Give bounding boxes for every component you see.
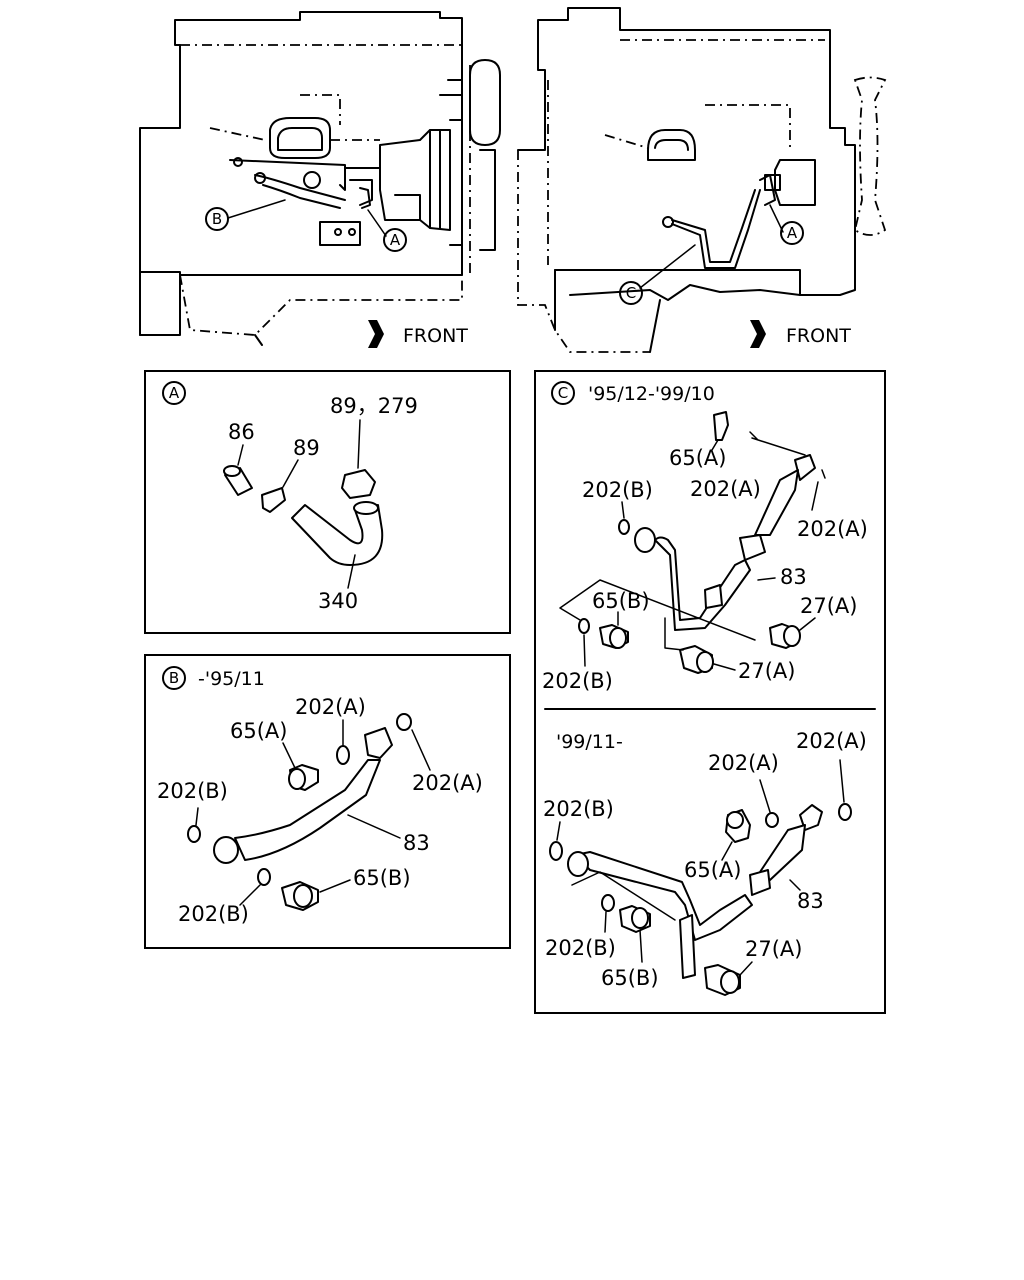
front-indicator-left: FRONT — [368, 320, 468, 348]
label-202b-2: 202(B) — [178, 902, 249, 926]
panel-b-date-range: -'95/11 — [198, 668, 265, 690]
panel-c-date-range-top: '95/12-'99/10 — [588, 383, 715, 405]
callout-a-overview-right: A — [780, 221, 804, 245]
label-top-202a-1: 202(A) — [690, 477, 761, 501]
callout-b-panel: B — [162, 666, 186, 690]
label-65b: 65(B) — [353, 866, 411, 890]
label-bottom-83: 83 — [797, 889, 824, 913]
label-bottom-27a: 27(A) — [745, 937, 802, 961]
callout-a-overview-left: A — [383, 228, 407, 252]
label-340: 340 — [318, 589, 358, 613]
front-label-right: FRONT — [786, 325, 851, 347]
label-bottom-202b-1: 202(B) — [543, 797, 614, 821]
label-top-202a-2: 202(A) — [797, 517, 868, 541]
front-indicator-right: FRONT — [750, 320, 851, 348]
label-89-279: 89，279 — [330, 394, 418, 418]
panel-a: A 86 89 89，279 340 — [144, 370, 511, 634]
label-top-202b-2: 202(B) — [542, 669, 613, 693]
label-86: 86 — [228, 420, 255, 444]
label-202a-2: 202(A) — [412, 771, 483, 795]
svg-text:A: A — [169, 384, 180, 402]
label-bottom-202a-1: 202(A) — [796, 729, 867, 753]
label-89: 89 — [293, 436, 320, 460]
svg-text:C: C — [626, 284, 636, 302]
label-top-202b-1: 202(B) — [582, 478, 653, 502]
label-bottom-202a-2: 202(A) — [708, 751, 779, 775]
callout-c-panel: C — [551, 381, 575, 405]
engine-overview-right — [517, 7, 887, 353]
callout-a-panel: A — [162, 381, 186, 405]
label-top-83: 83 — [780, 565, 807, 589]
front-label-left: FRONT — [403, 325, 468, 347]
svg-text:A: A — [390, 231, 401, 249]
svg-text:A: A — [787, 224, 798, 242]
label-bottom-65a: 65(A) — [684, 858, 741, 882]
label-top-27a-2: 27(A) — [738, 659, 795, 683]
callout-b-overview: B — [205, 207, 229, 231]
panel-c-date-range-bottom: '99/11- — [556, 731, 623, 753]
svg-text:B: B — [212, 210, 222, 228]
label-top-65a: 65(A) — [669, 446, 726, 470]
engine-overview-left — [139, 11, 501, 346]
label-bottom-65b: 65(B) — [601, 966, 659, 990]
panel-c: C '95/12-'99/10 65(A) 202(A) 202(A) 202(… — [534, 370, 886, 1014]
label-top-27a-1: 27(A) — [800, 594, 857, 618]
svg-text:B: B — [169, 669, 179, 687]
label-65a: 65(A) — [230, 719, 287, 743]
label-202a-1: 202(A) — [295, 695, 366, 719]
label-202b-1: 202(B) — [157, 779, 228, 803]
callout-c-overview: C — [619, 281, 643, 305]
label-bottom-202b-2: 202(B) — [545, 936, 616, 960]
svg-text:C: C — [558, 384, 568, 402]
label-top-65b: 65(B) — [592, 589, 650, 613]
label-83: 83 — [403, 831, 430, 855]
panel-b: B -'95/11 65(A) 202(A) 202(A) 202(B) 202… — [144, 654, 511, 949]
